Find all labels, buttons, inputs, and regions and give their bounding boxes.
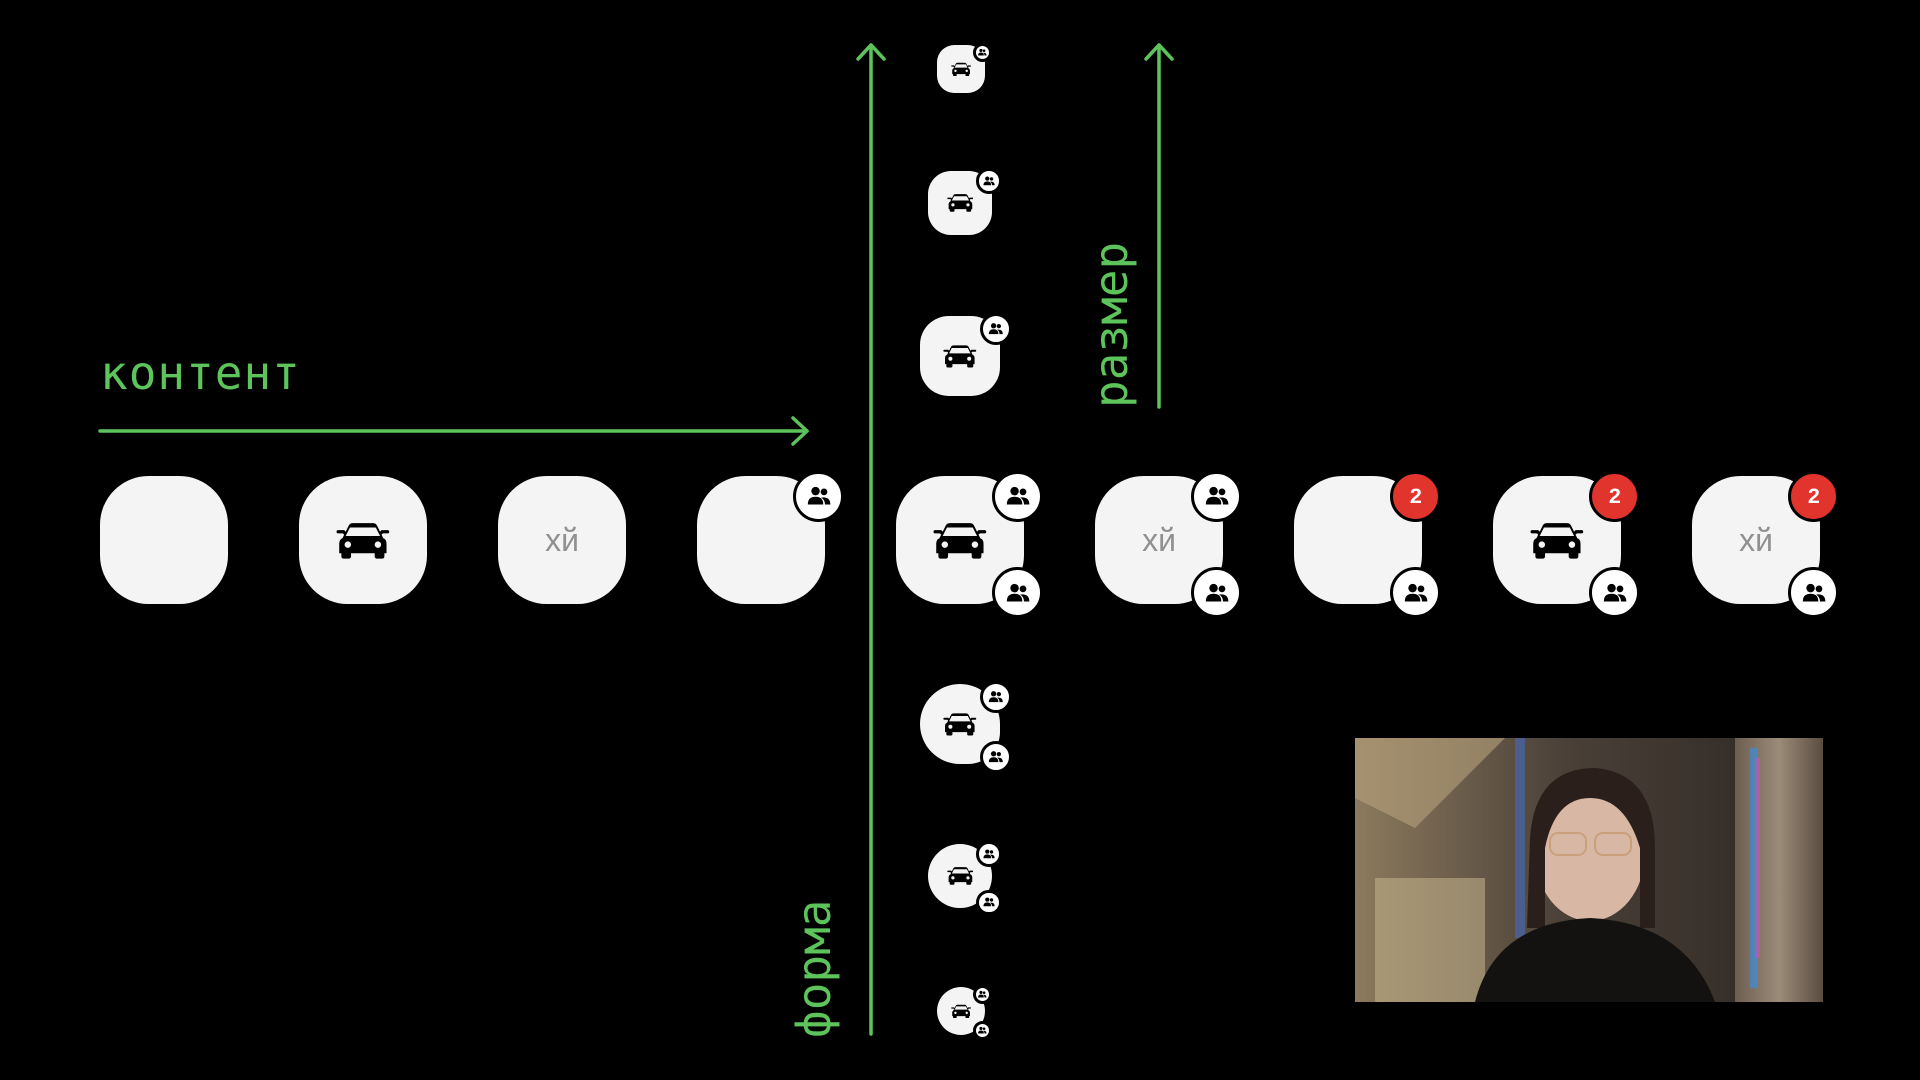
car-icon bbox=[951, 1004, 971, 1019]
people-icon bbox=[977, 1025, 988, 1036]
size-tile-s[interactable] bbox=[928, 168, 1002, 235]
people-icon bbox=[1203, 579, 1231, 607]
people-icon bbox=[982, 174, 996, 188]
group-badge bbox=[980, 680, 1013, 713]
people-icon bbox=[1004, 482, 1032, 510]
people-icon bbox=[982, 895, 996, 909]
people-icon bbox=[977, 47, 988, 58]
car-icon bbox=[943, 712, 977, 736]
group-badge bbox=[992, 470, 1044, 523]
car-icon bbox=[336, 521, 390, 560]
tile-initials: хй bbox=[1142, 521, 1176, 558]
people-icon bbox=[987, 688, 1005, 706]
row-tile-3[interactable]: хй bbox=[498, 476, 626, 604]
row-tile-1[interactable] bbox=[100, 476, 228, 604]
group-badge bbox=[976, 841, 1002, 868]
group-badge bbox=[793, 470, 845, 523]
group-badge-bottom bbox=[973, 1021, 993, 1041]
group-badge-bottom bbox=[976, 889, 1002, 916]
shape-tile-circle-l[interactable] bbox=[920, 680, 1013, 773]
row-tile-4[interactable] bbox=[697, 470, 845, 604]
group-badge bbox=[973, 985, 993, 1005]
tile-initials: хй bbox=[1739, 521, 1773, 558]
tile-initials: хй bbox=[545, 521, 579, 558]
content-axis-label: контент bbox=[100, 346, 301, 400]
shape-tile-circle-m[interactable] bbox=[928, 841, 1002, 916]
car-icon bbox=[1530, 521, 1584, 560]
group-badge-bottom bbox=[980, 740, 1013, 773]
group-badge-bottom bbox=[1788, 567, 1840, 619]
people-icon bbox=[1402, 579, 1430, 607]
group-badge-bottom bbox=[1390, 567, 1442, 619]
shape-axis-arrow bbox=[856, 43, 886, 1036]
size-tile-xs[interactable] bbox=[937, 43, 993, 93]
group-badge bbox=[973, 43, 993, 63]
row-tile-6[interactable]: хй bbox=[1095, 470, 1243, 619]
group-badge-bottom bbox=[992, 567, 1044, 619]
row-tile-2[interactable] bbox=[299, 476, 427, 604]
row-tile-8[interactable]: 2 bbox=[1493, 470, 1641, 619]
size-axis-arrow bbox=[1144, 43, 1174, 409]
people-icon bbox=[805, 482, 833, 510]
group-badge-bottom bbox=[1589, 567, 1641, 619]
car-icon bbox=[943, 344, 977, 368]
car-icon bbox=[946, 866, 974, 886]
people-icon bbox=[987, 320, 1005, 338]
car-icon bbox=[951, 62, 971, 77]
row-tile-5[interactable] bbox=[896, 470, 1044, 619]
people-icon bbox=[987, 748, 1005, 766]
group-badge bbox=[1191, 470, 1243, 523]
people-icon bbox=[1203, 482, 1231, 510]
people-icon bbox=[982, 847, 996, 861]
group-badge bbox=[976, 168, 1002, 195]
group-badge-bottom bbox=[1191, 567, 1243, 619]
count-badge: 2 bbox=[1390, 470, 1442, 523]
presenter-webcam bbox=[1355, 738, 1823, 1002]
people-icon bbox=[1601, 579, 1629, 607]
people-icon bbox=[1004, 579, 1032, 607]
shape-tile-circle-s[interactable] bbox=[937, 985, 993, 1041]
row-tile-7[interactable]: 2 bbox=[1294, 470, 1442, 619]
people-icon bbox=[977, 989, 988, 1000]
content-axis-arrow bbox=[98, 416, 809, 446]
row-tile-9[interactable]: хй 2 bbox=[1692, 470, 1840, 619]
group-badge bbox=[980, 312, 1013, 345]
count-badge: 2 bbox=[1589, 470, 1641, 523]
car-icon bbox=[946, 193, 974, 213]
people-icon bbox=[1800, 579, 1828, 607]
car-icon bbox=[933, 521, 987, 560]
size-tile-m[interactable] bbox=[920, 312, 1013, 396]
count-badge: 2 bbox=[1788, 470, 1840, 523]
